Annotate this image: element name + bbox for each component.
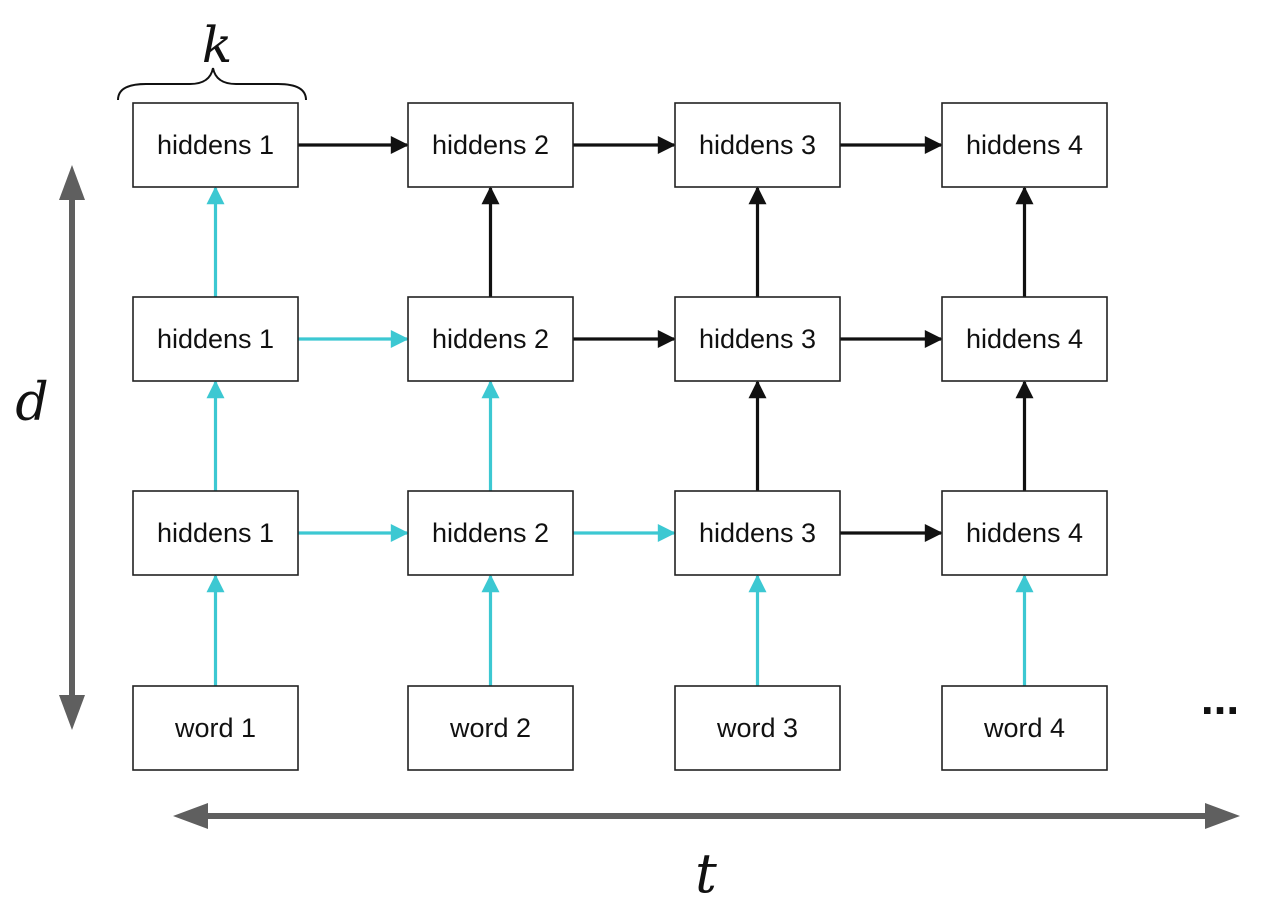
- t-axis-label: t: [695, 842, 717, 905]
- arrow-right-icon: [1205, 803, 1240, 829]
- word-node: word 1: [132, 685, 299, 771]
- word-node: word 4: [941, 685, 1108, 771]
- continuation-ellipsis: ...: [1201, 672, 1239, 724]
- node-label: word 2: [449, 713, 531, 743]
- node-label: hiddens 1: [157, 518, 274, 548]
- node-box: [674, 685, 841, 771]
- node-label: word 3: [716, 713, 798, 743]
- arrow-left-icon: [173, 803, 208, 829]
- node-box: [132, 685, 299, 771]
- node-box: [674, 102, 841, 188]
- node-label: hiddens 1: [157, 324, 274, 354]
- depth-axis: d: [15, 165, 85, 730]
- hidden-node: hiddens 3: [674, 102, 841, 188]
- node-box: [941, 490, 1108, 576]
- time-axis: t: [173, 803, 1240, 905]
- hidden-node: hiddens 3: [674, 296, 841, 382]
- node-label: hiddens 3: [699, 324, 816, 354]
- hidden-node: hiddens 3: [674, 490, 841, 576]
- hidden-node: hiddens 4: [941, 296, 1108, 382]
- k-axis-label: k: [202, 16, 232, 74]
- word-node: word 2: [407, 685, 574, 771]
- k-brace: k: [117, 16, 307, 101]
- hidden-node: hiddens 2: [407, 296, 574, 382]
- hidden-node: hiddens 4: [941, 102, 1108, 188]
- node-box: [941, 296, 1108, 382]
- d-axis-label: d: [15, 373, 48, 433]
- node-box: [407, 296, 574, 382]
- node-box: [941, 102, 1108, 188]
- brace-icon: [117, 67, 307, 101]
- node-box: [132, 102, 299, 188]
- hidden-node: hiddens 1: [132, 102, 299, 188]
- node-box: [132, 296, 299, 382]
- node-box: [407, 102, 574, 188]
- edges-layer: [206, 136, 1034, 686]
- hidden-node: hiddens 1: [132, 296, 299, 382]
- node-label: hiddens 2: [432, 518, 549, 548]
- node-label: hiddens 2: [432, 130, 549, 160]
- node-box: [941, 685, 1108, 771]
- node-box: [674, 490, 841, 576]
- node-label: hiddens 4: [966, 518, 1083, 548]
- node-label: hiddens 4: [966, 130, 1083, 160]
- nodes-layer: hiddens 1 hiddens 2 hiddens 3 hiddens 4 hidd…: [132, 102, 1108, 771]
- node-label: hiddens 2: [432, 324, 549, 354]
- hidden-node: hiddens 4: [941, 490, 1108, 576]
- node-box: [132, 490, 299, 576]
- node-label: hiddens 4: [966, 324, 1083, 354]
- hidden-node: hiddens 2: [407, 102, 574, 188]
- node-label: word 1: [174, 713, 256, 743]
- node-label: hiddens 3: [699, 518, 816, 548]
- node-label: word 4: [983, 713, 1065, 743]
- node-box: [407, 685, 574, 771]
- arrow-up-icon: [59, 165, 85, 200]
- node-box: [674, 296, 841, 382]
- arrow-down-icon: [59, 695, 85, 730]
- node-label: hiddens 3: [699, 130, 816, 160]
- hidden-node: hiddens 2: [407, 490, 574, 576]
- word-node: word 3: [674, 685, 841, 771]
- node-label: hiddens 1: [157, 130, 274, 160]
- node-box: [407, 490, 574, 576]
- hidden-node: hiddens 1: [132, 490, 299, 576]
